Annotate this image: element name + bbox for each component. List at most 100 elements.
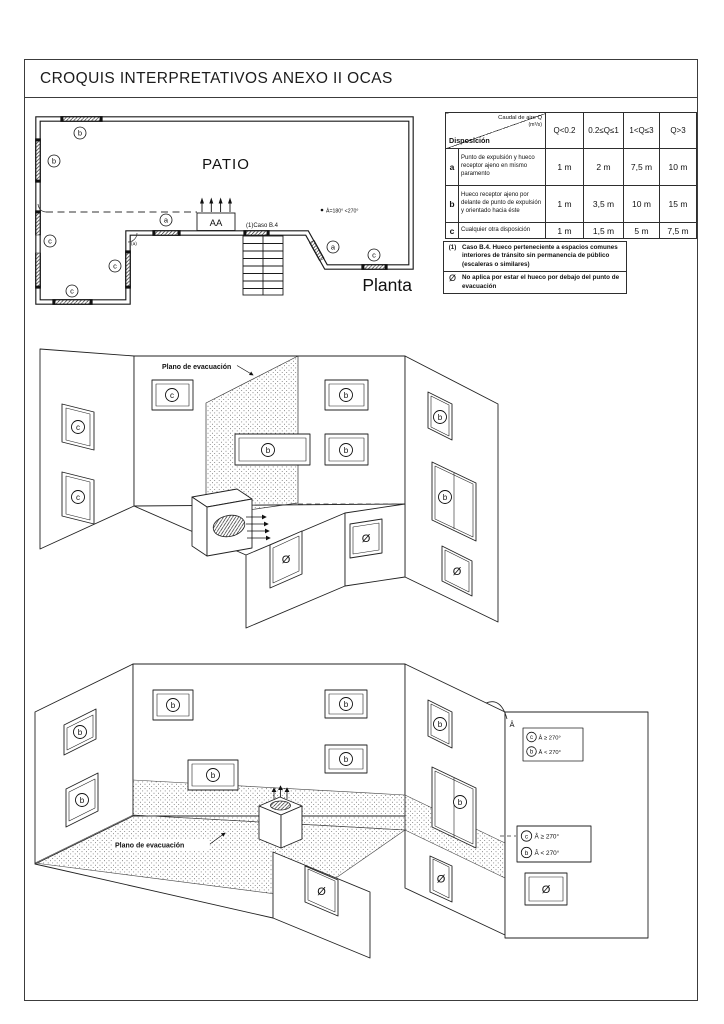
cell-value: 3,5 m <box>583 185 624 223</box>
legend-letter: b <box>530 750 534 756</box>
window-label: b <box>166 698 180 712</box>
aa-label: AA <box>210 218 223 229</box>
patio-label: PATIO <box>202 156 250 173</box>
legend-letter: c <box>525 833 529 840</box>
legend-rule: Â < 270° <box>535 848 560 857</box>
evacuation-dashed-line <box>37 203 197 213</box>
opening-label: a <box>326 240 340 254</box>
column-header: Q>3 <box>659 112 697 149</box>
notes-box: (1) Caso B.4. Hueco perteneciente a espa… <box>443 241 627 295</box>
expulsion-louver <box>191 488 271 557</box>
caso-b4-note: (1)Caso B.4 <box>246 223 279 229</box>
cell-value: 15 m <box>659 185 697 223</box>
svg-text:b: b <box>211 771 216 780</box>
row-desc: Punto de expulsión y hueco receptor ajen… <box>458 148 546 186</box>
opening-label: b <box>73 126 87 140</box>
window-no2 <box>349 518 383 559</box>
cell-value: 1 m <box>545 185 584 223</box>
window-label: b <box>73 725 87 739</box>
distance-table: Caudal de aire Q (m³/s) Disposición Q<0.… <box>445 112 697 239</box>
window-label: c <box>71 490 85 504</box>
svg-text:c: c <box>48 237 52 246</box>
row-desc: Hueco receptor ajeno por delante de punt… <box>458 185 546 223</box>
louver-fan-icon <box>212 514 246 538</box>
angle-annotation: Â=180° <270° <box>320 208 358 215</box>
plane-label: Plano de evacuación <box>162 364 231 371</box>
opening-label: c <box>43 234 57 248</box>
window-label: b <box>206 768 220 782</box>
no-aplica-symbol: Ø <box>317 886 326 898</box>
stairs <box>242 235 284 296</box>
window-labels: c c c b b b b b Ø Ø Ø <box>71 388 462 578</box>
window-label: c <box>71 420 85 434</box>
page-frame: CROQUIS INTERPRETATIVOS ANEXO II OCAS <box>24 59 698 1001</box>
note-no-aplica: Ø No aplica por estar el hueco por debaj… <box>444 271 626 293</box>
plan-caption: Planta <box>362 275 412 295</box>
floor-edges <box>34 863 274 919</box>
column-header: Q<0.2 <box>545 112 584 149</box>
svg-text:b: b <box>344 391 349 400</box>
svg-text:b: b <box>78 129 82 138</box>
no-aplica-symbol: Ø <box>362 533 371 545</box>
column-header: 1<Q≤3 <box>623 112 660 149</box>
plan-opening-labels: b b c c c a a c <box>43 126 381 298</box>
row-desc: Cualquier otra disposición <box>458 222 546 239</box>
cell-value: 1 m <box>545 222 584 239</box>
expulsion-point-aa: AA <box>196 197 236 231</box>
window-label: b <box>339 388 353 402</box>
note-caso-b4: (1) Caso B.4. Hueco perteneciente a espa… <box>444 242 626 271</box>
legend-box-lower: c Â ≥ 270° b Â < 270° <box>516 825 592 863</box>
svg-text:b: b <box>344 755 349 764</box>
svg-text:b: b <box>344 446 349 455</box>
svg-text:c: c <box>76 423 80 432</box>
table-row: b Hueco receptor ajeno por delante de pu… <box>445 185 697 223</box>
airflow-arrows-icon <box>271 785 290 799</box>
angle-note-text: Â=180° <270° <box>326 208 358 215</box>
note-key: (1) <box>448 244 457 251</box>
angle-legend-panel: Â c Â ≥ 270° b Â < 270° c Â ≥ 270° b Â <… <box>485 701 649 939</box>
opening-label: c <box>367 248 381 262</box>
plane-label: Plano de evacuación <box>115 843 184 850</box>
plane-callout: Plano de evacuación <box>162 364 254 376</box>
isometric-diagram-horizontal-plane: Plano de evacuación Â c Â ≥ 270° b Â < 2… <box>34 663 649 959</box>
title-bar: CROQUIS INTERPRETATIVOS ANEXO II OCAS <box>25 60 697 98</box>
corner-annotation: (a) <box>127 232 138 247</box>
cell-value: 10 m <box>659 148 697 186</box>
row-key: b <box>445 185 459 223</box>
svg-text:c: c <box>372 251 376 260</box>
column-header: 0.2≤Q≤1 <box>583 112 624 149</box>
note-text: No aplica por estar el hueco por debajo … <box>462 274 620 290</box>
window-label: b <box>438 490 452 504</box>
window-no1 <box>269 530 303 589</box>
legend-rule: Â < 270° <box>539 749 561 756</box>
airflow-arrows-icon <box>246 514 271 541</box>
window-label: b <box>339 697 353 711</box>
svg-text:a: a <box>331 243 336 252</box>
window-no1 <box>429 855 453 903</box>
row-key: a <box>445 148 459 186</box>
angle-symbol: Â <box>510 720 515 729</box>
svg-text:b: b <box>80 796 85 805</box>
svg-text:b: b <box>438 413 443 422</box>
window-labels: b b b b b b b b Ø Ø Ø <box>73 697 551 898</box>
legend-letter: c <box>530 735 533 741</box>
note-text: Caso B.4. Hueco perteneciente a espacios… <box>462 244 618 268</box>
svg-text:a: a <box>164 216 169 225</box>
isometric-diagram-vertical-plane: Plano de evacuación c c c b b b b b Ø Ø … <box>39 348 499 629</box>
chimney-outlet-icon <box>270 800 291 811</box>
opening-label: b <box>47 154 61 168</box>
disposition-header: Disposición <box>449 136 490 145</box>
svg-text:b: b <box>458 798 463 807</box>
window-label: b <box>339 752 353 766</box>
table-row: a Punto de expulsión y hueco receptor aj… <box>445 148 697 186</box>
window-label: b <box>339 443 353 457</box>
cell-value: 7,5 m <box>623 148 660 186</box>
window-b5-double <box>431 461 477 542</box>
svg-text:c: c <box>113 262 117 271</box>
table-row: c Cualquier otra disposición 1 m 1,5 m 5… <box>445 222 697 239</box>
svg-text:b: b <box>52 157 56 166</box>
svg-text:c: c <box>170 391 174 400</box>
svg-text:b: b <box>344 700 349 709</box>
svg-text:c: c <box>70 287 74 296</box>
no-aplica-symbol: Ø <box>282 554 291 566</box>
